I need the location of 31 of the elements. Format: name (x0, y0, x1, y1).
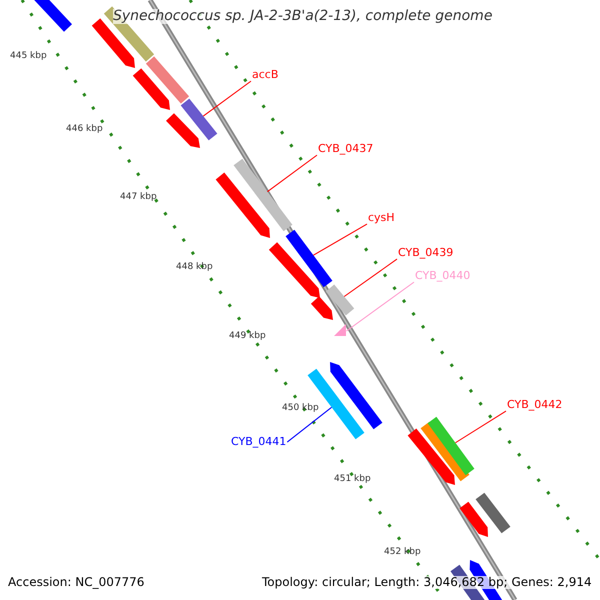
scale-label: 446 kbp (66, 125, 103, 135)
gene-feature (180, 98, 218, 140)
scale-label: 452 kbp (384, 548, 421, 558)
gene-label: cysH (368, 212, 395, 224)
leader-line (202, 80, 252, 117)
gene-feature (326, 284, 354, 316)
leader-line (346, 282, 414, 332)
gene-label: accB (252, 69, 278, 82)
scale-label: 447 kbp (120, 193, 157, 203)
gene-feature (428, 416, 474, 476)
scale-label: 448 kbp (176, 263, 213, 273)
scale-label: 451 kbp (334, 475, 371, 485)
scale-label: 449 kbp (229, 332, 266, 342)
leader-line (266, 154, 318, 192)
footer-text: Topology: circular; Length: 3,046,682 bp; Genes: 2,914 (262, 576, 592, 590)
gene-feature (334, 324, 346, 336)
gene-label: CYB_0440 (415, 270, 470, 282)
gene-feature (286, 230, 332, 288)
leader-line (312, 224, 368, 256)
leader-line (286, 406, 332, 443)
scale-label: 450 kbp (282, 404, 319, 414)
title: Synechococcus sp. JA-2-3B'a(2-13), complete genome (113, 9, 492, 24)
footer-text: Accession: NC_007776 (8, 576, 144, 590)
leader-line (344, 258, 398, 297)
scale-label: 445 kbp (10, 52, 47, 62)
gene-label: CYB_0442 (507, 399, 562, 412)
gene-label: CYB_0437 (318, 143, 374, 156)
gene-label: CYB_0439 (398, 247, 454, 260)
leader-line (454, 410, 506, 444)
gene-label: CYB_0441 (231, 436, 286, 448)
gene-feature (234, 158, 292, 232)
